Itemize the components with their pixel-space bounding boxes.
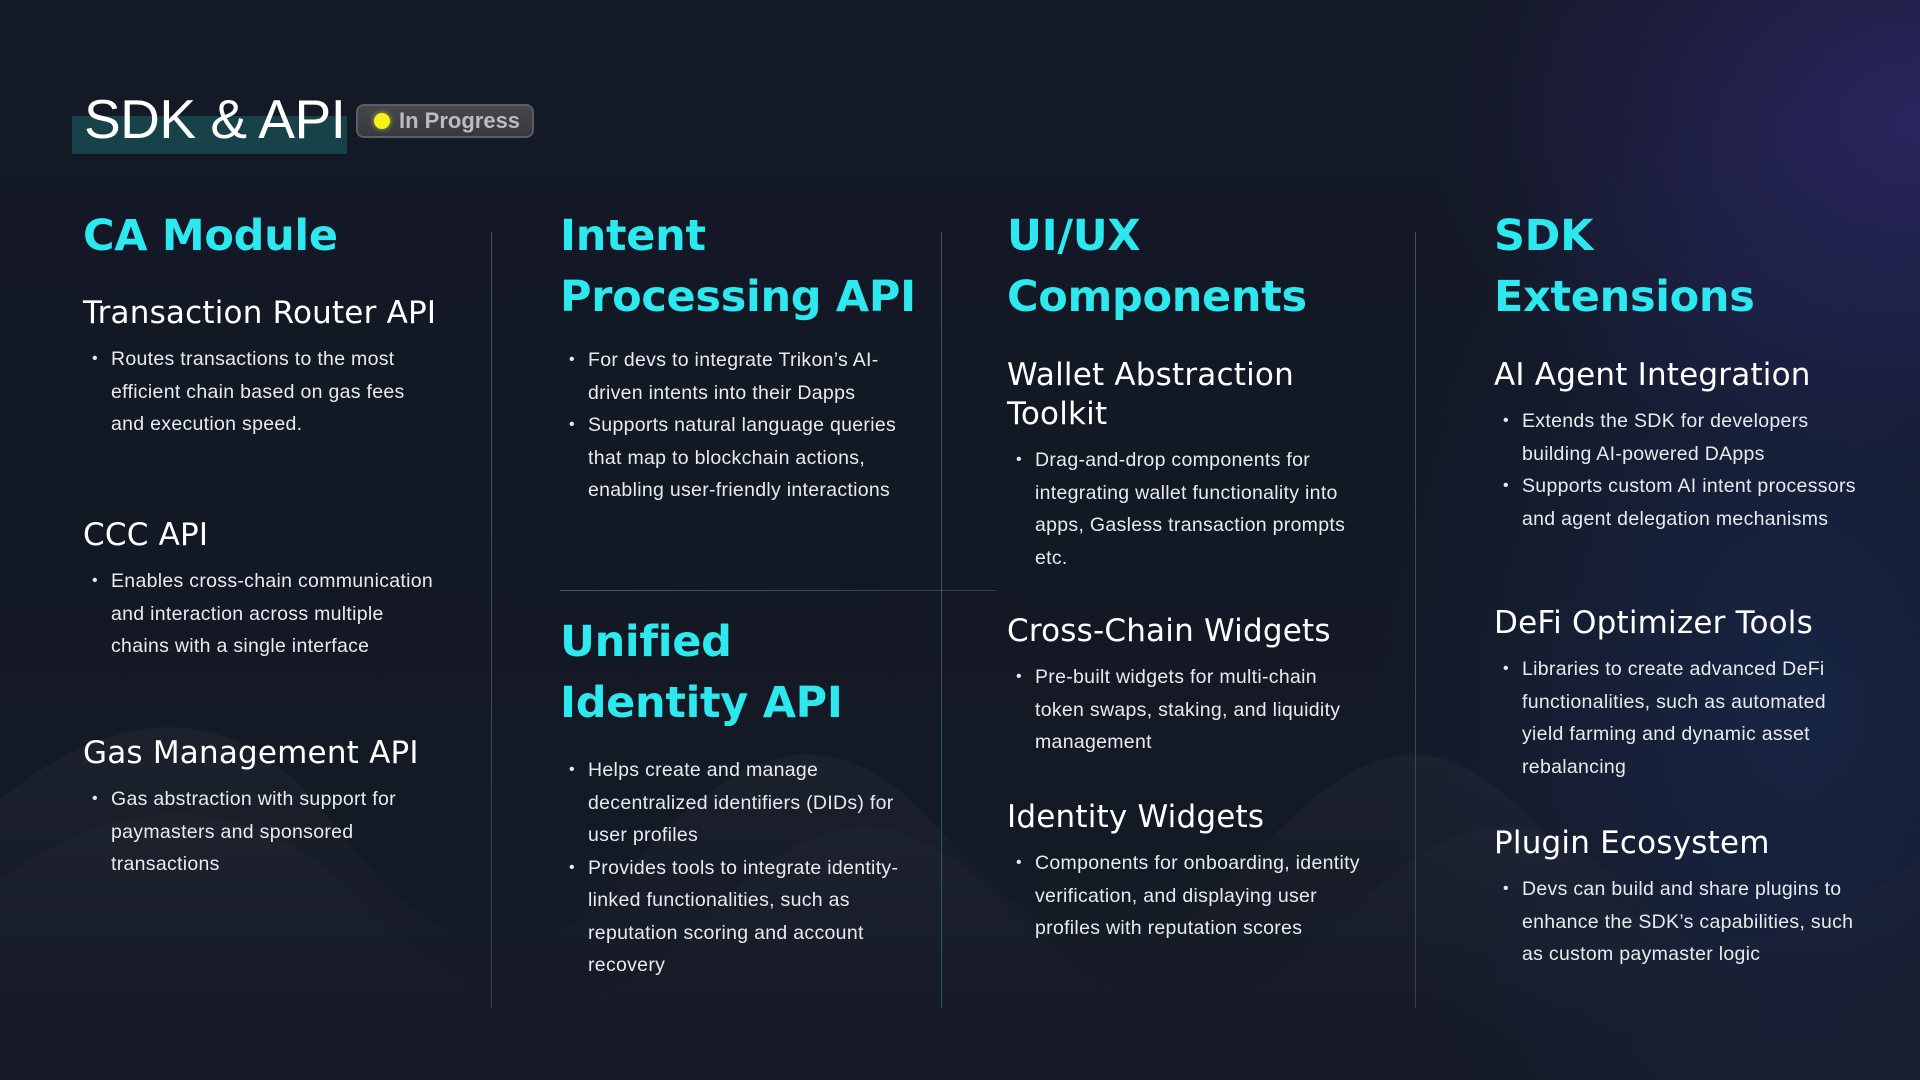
status-dot-icon [374,113,390,129]
section-gas-management-api: Gas Management API Gas abstraction with … [83,734,443,881]
bullet-list: Enables cross-chain communication and in… [83,565,443,663]
column-title: Intent Processing API [560,211,916,322]
column-divider [491,232,492,1008]
bullet-list: Helps create and manage decentralized id… [560,754,920,982]
column-ui-ux-components: UI/UX Components Wallet Abstraction Tool… [1007,206,1367,939]
bullet-list: Gas abstraction with support for paymast… [83,783,443,881]
section-ccc-api: CCC API Enables cross-chain communicatio… [83,516,443,663]
section-intent-processing-details: For devs to integrate Trikon’s AI-driven… [560,344,920,507]
section-unified-identity-api: Unified Identity API Helps create and ma… [560,612,920,982]
status-badge: In Progress [356,104,534,138]
bullet-item: Gas abstraction with support for paymast… [92,783,443,881]
section-title: Plugin Ecosystem [1494,825,1770,861]
bullet-list: Pre-built widgets for multi-chain token … [1007,661,1367,759]
bullet-item: Drag-and-drop components for integrating… [1016,444,1367,574]
title-area: SDK & API [72,84,347,154]
bullet-list: Devs can build and share plugins to enha… [1494,873,1864,971]
bullet-list: Routes transactions to the most efficien… [83,343,443,441]
section-title: AI Agent Integration [1494,357,1811,393]
bullet-list: Components for onboarding, identity veri… [1007,847,1367,945]
column-title: CA Module [83,211,338,261]
bullet-list: For devs to integrate Trikon’s AI-driven… [560,344,920,507]
section-title: DeFi Optimizer Tools [1494,605,1813,641]
bullet-item: Extends the SDK for developers building … [1503,405,1864,470]
bullet-item: For devs to integrate Trikon’s AI-driven… [569,344,920,409]
section-title: Cross-Chain Widgets [1007,613,1331,649]
section-plugin-ecosystem: Plugin Ecosystem Devs can build and shar… [1494,824,1864,971]
bullet-item: Devs can build and share plugins to enha… [1503,873,1864,971]
bullet-item: Enables cross-chain communication and in… [92,565,443,663]
bullet-list: Extends the SDK for developers building … [1494,405,1864,535]
section-divider [560,590,996,591]
bullet-list: Libraries to create advanced DeFi functi… [1494,653,1864,783]
column-title: Unified Identity API [560,617,843,728]
column-divider [1415,232,1416,1008]
bullet-item: Pre-built widgets for multi-chain token … [1016,661,1367,759]
bullet-item: Libraries to create advanced DeFi functi… [1503,653,1864,783]
column-intent-processing-api: Intent Processing API For devs to integr… [560,206,920,976]
section-wallet-abstraction-toolkit: Wallet Abstraction Toolkit Drag-and-drop… [1007,356,1367,574]
page-title: SDK & API [84,88,346,150]
bullet-list: Drag-and-drop components for integrating… [1007,444,1367,574]
section-title: Transaction Router API [83,295,437,331]
bullet-item: Supports natural language queries that m… [569,409,920,507]
section-title: CCC API [83,517,209,553]
section-cross-chain-widgets: Cross-Chain Widgets Pre-built widgets fo… [1007,612,1367,759]
bullet-item: Provides tools to integrate identity-lin… [569,852,920,982]
section-identity-widgets: Identity Widgets Components for onboardi… [1007,798,1367,945]
title-highlight-bar [72,116,347,154]
section-defi-optimizer-tools: DeFi Optimizer Tools Libraries to create… [1494,604,1864,783]
section-title: Identity Widgets [1007,799,1265,835]
bullet-item: Routes transactions to the most efficien… [92,343,443,441]
status-label: In Progress [399,108,521,133]
column-divider [941,232,942,1008]
column-sdk-extensions: SDK Extensions AI Agent Integration Exte… [1494,206,1864,965]
section-transaction-router-api: Transaction Router API Routes transactio… [83,294,443,441]
column-title: SDK Extensions [1494,211,1755,322]
bullet-item: Components for onboarding, identity veri… [1016,847,1367,945]
column-ca-module: CA Module Transaction Router API Routes … [83,206,443,875]
bullet-item: Supports custom AI intent processors and… [1503,470,1864,535]
section-title: Wallet Abstraction Toolkit [1007,357,1294,432]
column-title: UI/UX Components [1007,211,1307,322]
bullet-item: Helps create and manage decentralized id… [569,754,920,852]
section-title: Gas Management API [83,735,419,771]
section-ai-agent-integration: AI Agent Integration Extends the SDK for… [1494,356,1864,535]
